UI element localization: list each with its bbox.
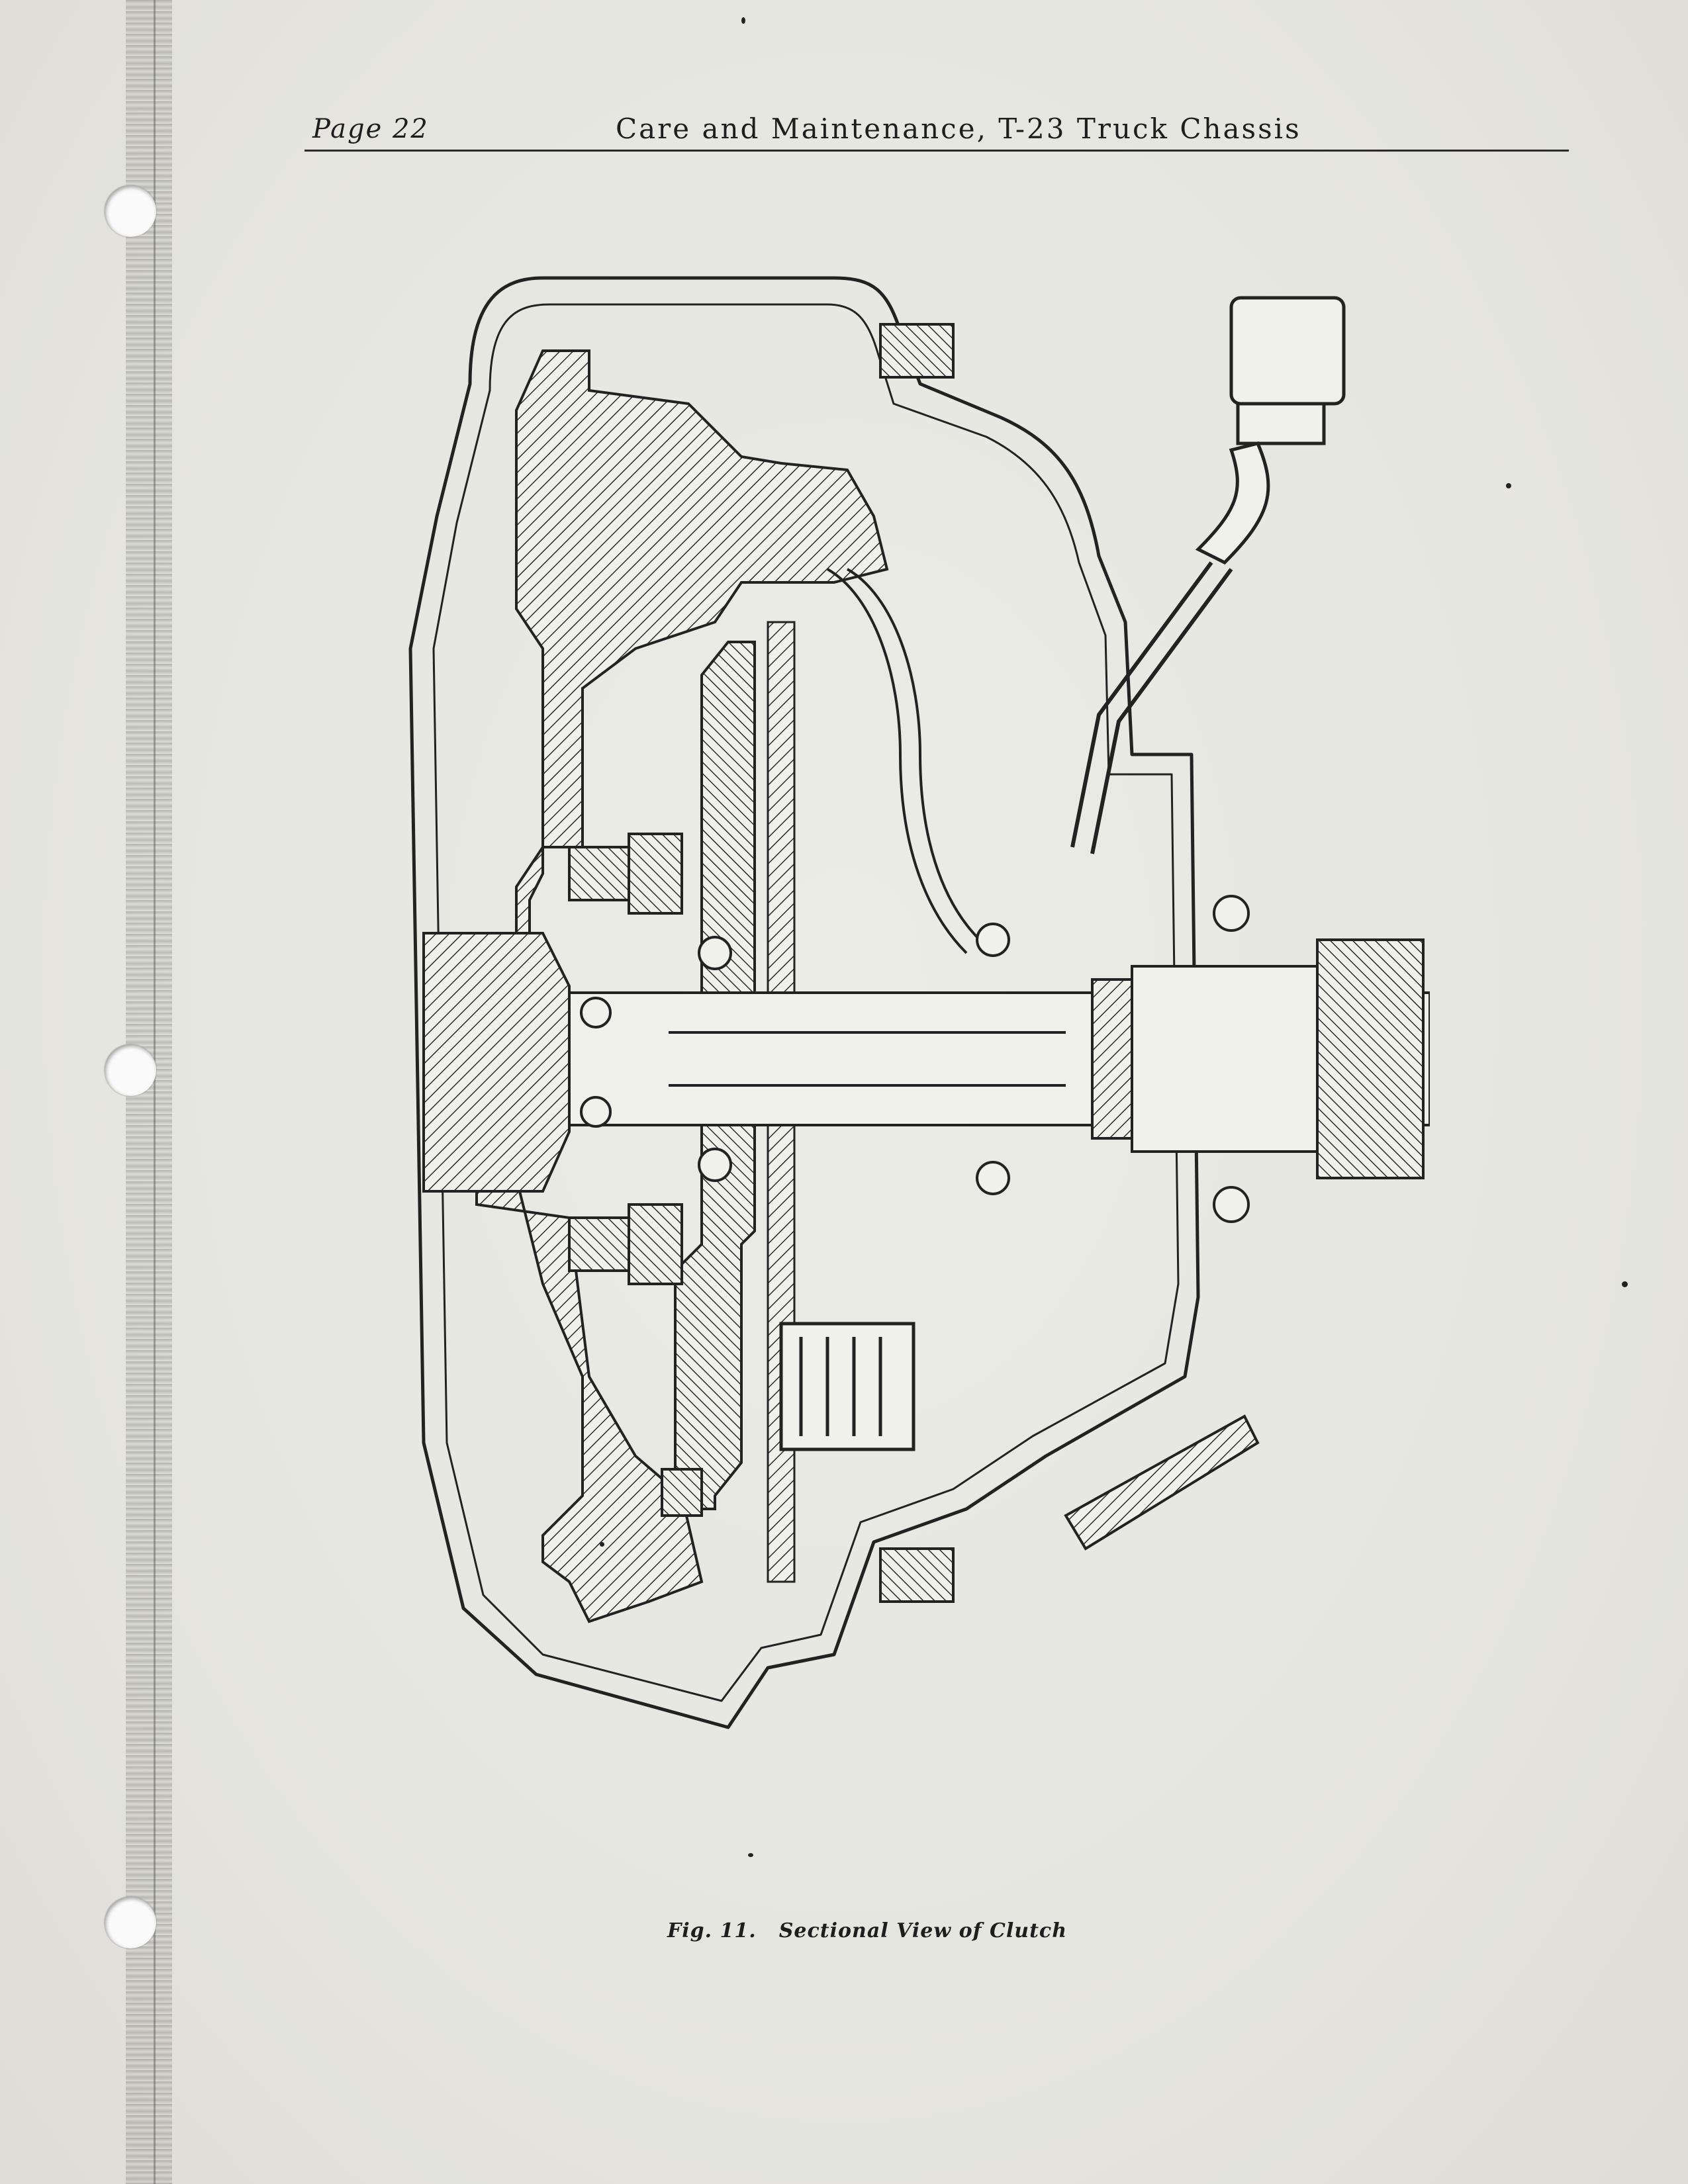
- figure-label: Fig. 11.: [667, 1919, 757, 1942]
- punch-hole-bottom: [105, 1897, 156, 1948]
- housing-outline: [408, 276, 1200, 1729]
- figure-caption: Fig. 11. Sectional View of Clutch: [635, 1919, 1099, 1942]
- punch-hole-middle: [105, 1044, 156, 1096]
- pressure-spring: [779, 1322, 915, 1451]
- housing-inner: [432, 303, 1180, 1702]
- figure-caption-text: Sectional View of Clutch: [778, 1919, 1068, 1942]
- punch-hole-top: [105, 185, 156, 237]
- scan-speck: [741, 17, 745, 24]
- clutch-sectional-diagram: [408, 276, 1430, 1729]
- bolts: [568, 323, 955, 1603]
- page-header: Page 22 Care and Maintenance, T-23 Truck…: [305, 111, 1569, 151]
- scan-speck: [748, 1853, 753, 1857]
- scan-speck: [600, 1542, 604, 1547]
- main-shaft: [568, 938, 1430, 1179]
- pilot-hub: [422, 932, 571, 1193]
- binding-line: [154, 0, 156, 2184]
- release-fork: [1064, 1414, 1260, 1551]
- bearings: [580, 895, 1250, 1223]
- scan-speck: [1622, 1281, 1628, 1287]
- scan-speck: [1506, 483, 1511, 488]
- page-number: Page 22: [312, 114, 429, 144]
- running-title: Care and Maintenance, T-23 Truck Chassis: [616, 113, 1301, 145]
- grease-cup: [1070, 296, 1346, 854]
- header-rule: [305, 150, 1569, 152]
- release-lever: [827, 568, 981, 954]
